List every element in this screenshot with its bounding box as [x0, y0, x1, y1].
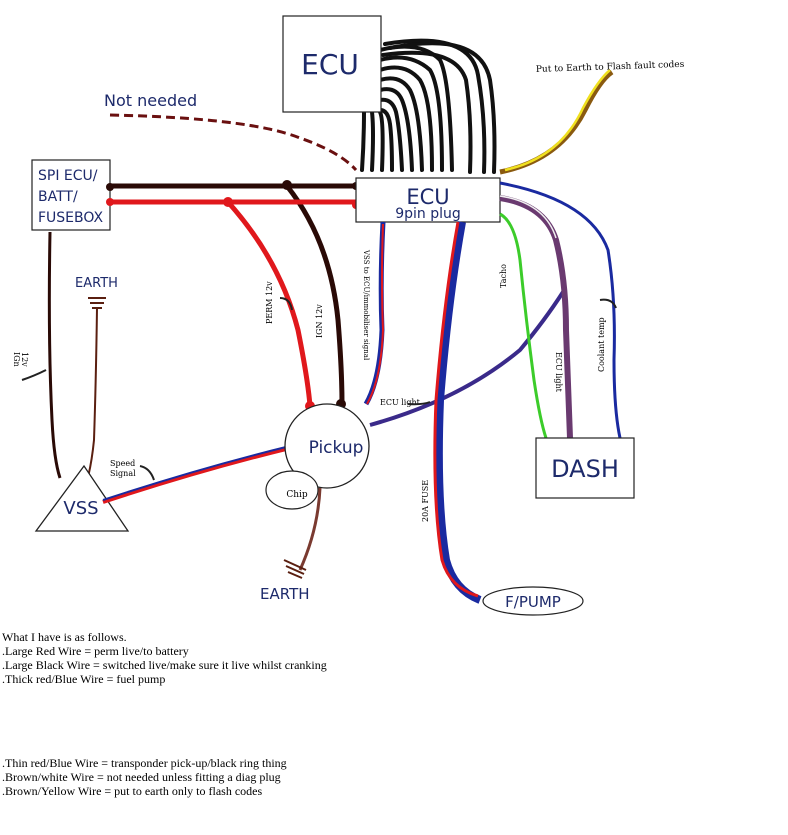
coolant-temp-wire [499, 181, 622, 439]
fpump-label: F/PUMP [505, 593, 561, 611]
tacho-label: Tacho [499, 264, 508, 288]
pickup-ring [284, 403, 370, 489]
earth-top-symbol [88, 297, 106, 309]
speed-label-2: Signal [110, 469, 136, 478]
dash-box [535, 437, 635, 499]
spi-label-2: BATT/ [38, 189, 78, 205]
note-line: .Thick red/Blue Wire = fuel pump [2, 672, 166, 686]
earth-bottom-wire [298, 487, 322, 571]
note-line: .Brown/white Wire = not needed unless fi… [2, 770, 281, 784]
ecu-wire-bundle [360, 38, 497, 174]
pickup-label: Pickup [309, 438, 364, 458]
earth-bottom-label: EARTH [260, 585, 310, 603]
ecu-plug-title: ECU [406, 185, 449, 209]
spi-ecu-box [31, 159, 111, 231]
note-line: .Thin red/Blue Wire = transponder pick-u… [2, 756, 287, 770]
coolant-label: Coolant temp [597, 317, 606, 372]
ecu-light-horizontal-label: ECU light [380, 398, 421, 407]
vss-ecu-label: VSS to ECU/immobiliser signal [362, 249, 370, 361]
spi-label-3: FUSEBOX [38, 210, 104, 226]
ecu-light-vertical-wire [499, 195, 573, 439]
speed-signal-wire [102, 446, 291, 504]
ecu-plug-sub: 9pin plug [395, 206, 461, 222]
ign-left-label-1: IGn [12, 352, 21, 367]
note-line: .Large Red Wire = perm live/to battery [2, 644, 189, 658]
perm-label: PERM 12v [265, 281, 274, 324]
dash-label: DASH [551, 455, 619, 483]
ign-left-label-2: 12v [20, 352, 29, 367]
chip-label: Chip [286, 490, 308, 500]
not-needed-label: Not needed [104, 91, 197, 110]
fuel-pump [482, 586, 584, 616]
fuel-pump-wire [434, 221, 482, 604]
note-line: .Large Black Wire = switched live/make s… [2, 658, 327, 672]
chip [265, 470, 319, 510]
spi-label-1: SPI ECU/ [38, 168, 98, 184]
ign-label: IGN 12v [315, 304, 324, 338]
tacho-wire [499, 212, 548, 439]
fuse-label: 20A FUSE [421, 480, 430, 522]
notes: What I have is as follows. .Large Red Wi… [2, 630, 402, 798]
ecu-light-vertical-label: ECU light [554, 352, 563, 393]
note-line: .Brown/Yellow Wire = put to earth only t… [2, 784, 263, 798]
speed-label-1: Speed [110, 459, 135, 468]
ecu-box [282, 15, 382, 113]
ign-12v-wire [285, 184, 345, 405]
notes-intro: What I have is as follows. [2, 630, 127, 644]
vss-label: VSS [63, 498, 98, 519]
earth-top-label: EARTH [75, 276, 118, 291]
not-needed-wire [109, 113, 358, 172]
ecu-light-wire [369, 290, 565, 427]
ecu-label: ECU [301, 48, 359, 81]
perm-12v-wire [226, 200, 313, 407]
ign-left-wire [47, 231, 62, 479]
earth-bottom-symbol [283, 559, 307, 579]
